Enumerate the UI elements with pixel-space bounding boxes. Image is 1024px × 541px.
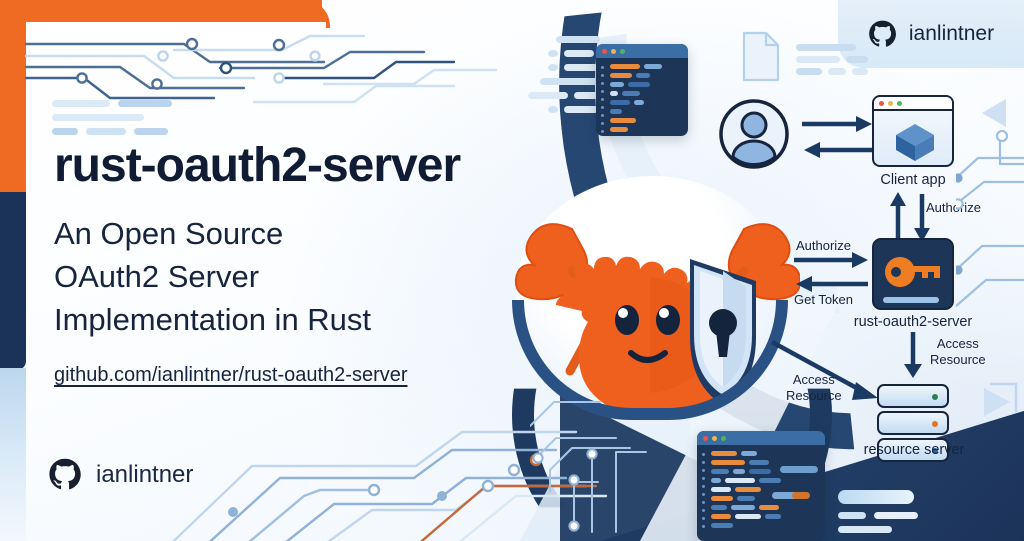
code-window-body (596, 58, 688, 136)
edge-label-authorize-vertical: Authorize (926, 200, 981, 215)
top-accent-band-orange (0, 0, 322, 22)
traffic-light-green-icon (897, 100, 902, 106)
arrow-client-server-vertical (890, 192, 930, 242)
traffic-light-red-icon (703, 435, 708, 441)
key-icon (885, 257, 940, 287)
edge-label-access-resource-vertical: Access Resource (930, 336, 986, 368)
traffic-light-yellow-icon (611, 48, 616, 54)
github-icon (49, 458, 81, 490)
footer-github-handle[interactable]: ianlintner (48, 458, 193, 492)
edge-label-authorize-horizontal: Authorize (796, 238, 851, 253)
subtitle-line-3: Implementation in Rust (54, 302, 372, 337)
github-icon (869, 20, 896, 47)
code-window-titlebar (697, 431, 825, 445)
database-slab (877, 438, 949, 462)
traffic-light-green-icon (721, 435, 726, 441)
left-accent-bar-navy (0, 192, 26, 370)
database-slab (877, 384, 949, 408)
code-window-bottom (697, 431, 825, 541)
footer-github-username: ianlintner (96, 461, 194, 488)
client-app-label: Client app (880, 172, 946, 188)
traffic-light-green-icon (620, 48, 625, 54)
code-gutter (702, 453, 705, 528)
edge-label-access-resource-diagonal: Access Resource (786, 372, 842, 404)
arrow-user-to-client (802, 116, 872, 158)
resource-server-node (877, 384, 949, 465)
resource-server-label: resource server (863, 442, 965, 458)
circuit-trace-center-bottom (530, 401, 647, 533)
edge-label-line-1: Access (936, 336, 979, 351)
client-app-titlebar (874, 97, 952, 111)
edge-label-line-2: Resource (786, 388, 842, 403)
page-title: rust-oauth2-server (54, 139, 461, 192)
subtitle-line-1: An Open Source (54, 216, 284, 251)
edge-label-get-token: Get Token (794, 292, 854, 307)
oauth2-server-node (872, 238, 954, 310)
oauth2-server-statusbar (874, 297, 952, 303)
badge-github-username: ianlintner (908, 22, 995, 45)
arrow-mascot-server-horizontal (794, 252, 868, 292)
left-accent-bar-orange (0, 0, 26, 196)
subtitle-line-2: OAuth2 Server (54, 259, 260, 294)
code-window-titlebar (596, 44, 688, 58)
arrow-mascot-to-resource (770, 340, 878, 400)
traffic-light-red-icon (602, 48, 607, 54)
cube-icon (896, 124, 934, 161)
triangle-decoration-icon (982, 99, 1006, 127)
circuit-trace-top-left (24, 34, 498, 104)
edge-label-line-2: Resource (930, 352, 986, 367)
code-window-top (596, 44, 688, 136)
triangle-outline-decoration-icon (984, 382, 1018, 416)
repository-link[interactable]: github.com/ianlintner/rust-oauth2-server (54, 364, 408, 386)
arrow-server-to-resource (904, 332, 922, 378)
code-gutter (601, 66, 604, 133)
traffic-light-red-icon (879, 100, 884, 106)
traffic-light-yellow-icon (888, 100, 893, 106)
github-badge[interactable]: ianlintner (838, 0, 1024, 68)
edge-label-line-1: Access (792, 372, 835, 387)
oauth2-server-label: rust-oauth2-server (853, 314, 973, 330)
client-app-node (872, 95, 954, 167)
page-subtitle: An Open Source OAuth2 Server Implementat… (54, 212, 371, 341)
code-window-body (697, 445, 825, 538)
circuit-trace-right (956, 130, 1024, 308)
user-avatar-icon (719, 99, 789, 169)
traffic-light-yellow-icon (712, 435, 717, 441)
database-slab (877, 411, 949, 435)
left-accent-bar-lightblue (0, 368, 26, 541)
document-icon (742, 31, 780, 82)
